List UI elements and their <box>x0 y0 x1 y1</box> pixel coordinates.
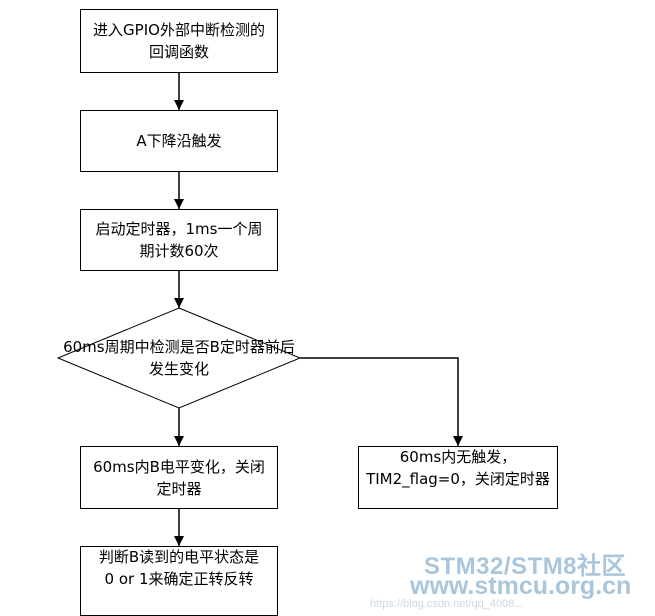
process-box-start-timer-text: 启动定时器，1ms一个周期计数60次 <box>95 220 263 260</box>
process-box-direction-text: 判断B读到的电平状态是 0 or 1来确定正转反转 <box>98 548 260 588</box>
process-box-start-timer: 启动定时器，1ms一个周期计数60次 <box>80 209 278 271</box>
process-box-direction: 判断B读到的电平状态是 0 or 1来确定正转反转 <box>80 546 278 616</box>
decision-label: 60ms周期中检测是否B定时器前后发生变化 <box>63 338 295 378</box>
process-box-no-trigger-text: 60ms内无触发，TIM2_flag=0，关闭定时器 <box>366 448 550 488</box>
watermark-url: www.stmcu.org.cn <box>410 572 632 600</box>
process-box-falling-edge: A下降沿触发 <box>80 110 278 172</box>
process-box-level-change-text: 60ms内B电平变化，关闭定时器 <box>93 457 265 498</box>
watermark-blog-url: https://blog.csdn.net/qq_4008... <box>370 598 524 610</box>
process-box-level-change: 60ms内B电平变化，关闭定时器 <box>80 446 278 509</box>
process-box-callback: 进入GPIO外部中断检测的回调函数 <box>80 9 278 73</box>
process-box-no-trigger: 60ms内无触发，TIM2_flag=0，关闭定时器 <box>358 446 558 509</box>
process-box-falling-edge-text: A下降沿触发 <box>136 132 222 150</box>
arrow-decision-to-box5 <box>300 357 463 446</box>
process-box-callback-text: 进入GPIO外部中断检测的回调函数 <box>93 21 265 61</box>
watermark-community: STM32/STM8社区 <box>424 553 627 580</box>
decision-diamond <box>56 307 302 409</box>
